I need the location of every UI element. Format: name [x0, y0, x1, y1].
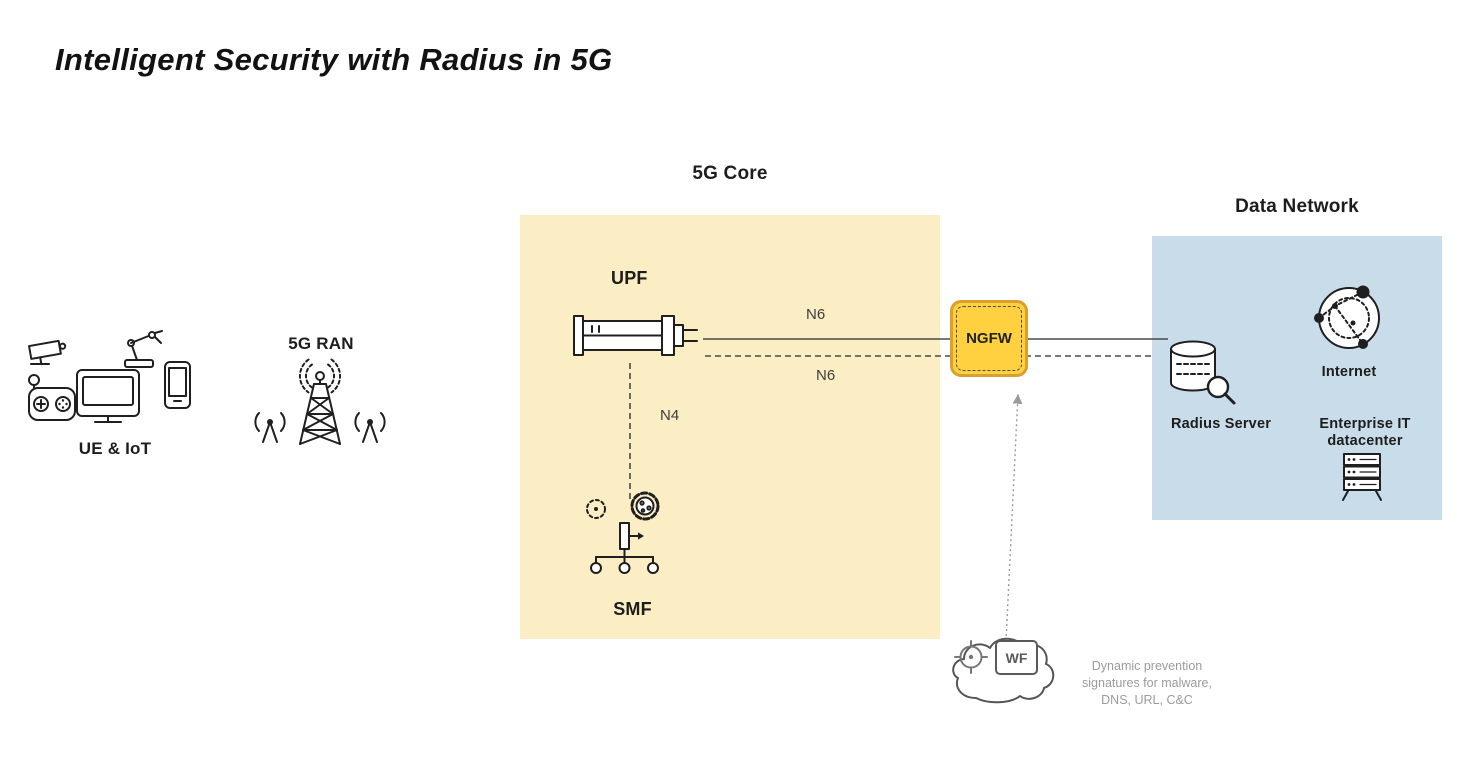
annotation-dynamic-prevention: Dynamic prevention signatures for malwar…: [1082, 659, 1212, 707]
node-label-upf: UPF: [611, 268, 648, 288]
devices-cluster-icon: [28, 330, 191, 423]
server-plug-icon: [573, 315, 698, 356]
node-label-ngfw: NGFW: [966, 330, 1012, 347]
network-globe-icon: [1314, 285, 1380, 349]
region-label-5g-core: 5G Core: [692, 163, 768, 184]
gear-orgchart-icon: [586, 491, 660, 574]
crosshair-icon: [954, 640, 988, 674]
node-label-smf: SMF: [613, 599, 652, 619]
node-label-5g-ran: 5G RAN: [288, 334, 354, 353]
page-title: Intelligent Security with Radius in 5G: [55, 42, 613, 77]
link-label-n4: N4: [660, 407, 680, 424]
node-label-internet: Internet: [1321, 364, 1377, 380]
node-label-wildfire: WF: [1005, 649, 1028, 666]
server-rack-icon: [1342, 453, 1382, 501]
radio-tower-icon: [254, 358, 386, 445]
node-label-ue-iot: UE & IoT: [78, 439, 152, 458]
database-search-icon: [1170, 340, 1236, 405]
signature-update-arrow: [1005, 393, 1023, 642]
ngfw-node: NGFW: [950, 300, 1028, 377]
wildfire-node: WF: [995, 640, 1038, 675]
region-label-data-network: Data Network: [1235, 196, 1359, 217]
link-label-n6-bottom: N6: [816, 367, 836, 384]
node-label-datacenter: Enterprise IT datacenter: [1319, 416, 1411, 449]
link-label-n6-top: N6: [806, 306, 826, 323]
node-label-radius-server: Radius Server: [1170, 416, 1272, 432]
region-5g-core: [520, 215, 940, 639]
